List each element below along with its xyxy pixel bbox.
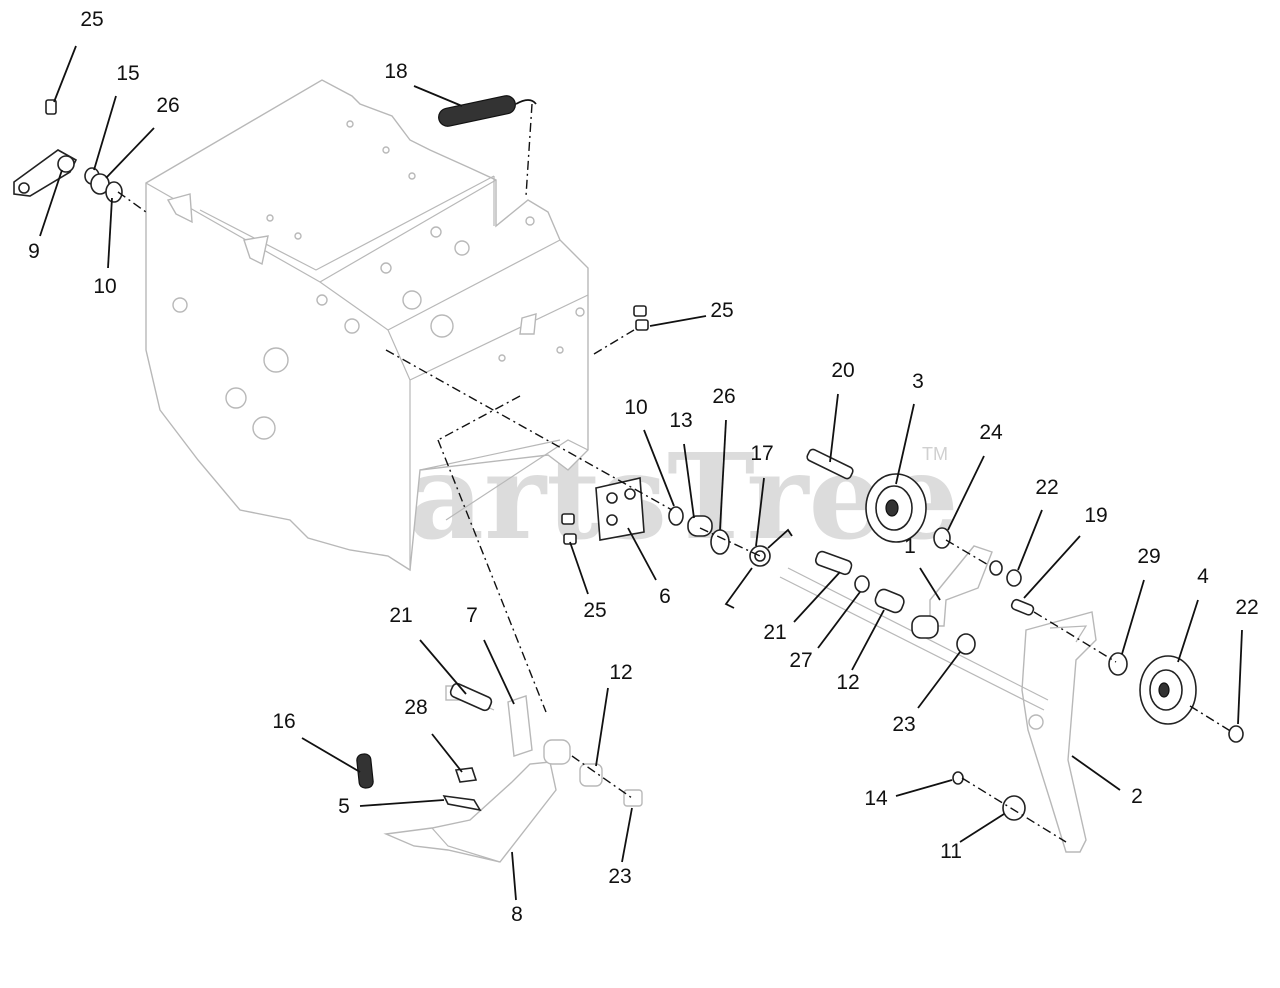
callout-21: 21 <box>389 604 412 627</box>
callout-12: 12 <box>609 661 632 684</box>
bolts-25-right <box>633 305 649 331</box>
callout-7: 7 <box>466 604 478 627</box>
pulley-4 <box>1108 652 1244 743</box>
callout-29: 29 <box>1137 545 1160 568</box>
assembly-lines <box>117 103 1233 843</box>
washer-14-bushing-11 <box>952 771 1026 821</box>
callout-27: 27 <box>789 649 812 672</box>
frame-housing <box>145 79 589 572</box>
callout-20: 20 <box>831 359 854 382</box>
callout-9: 9 <box>28 240 40 263</box>
bracket-6 <box>595 477 645 541</box>
torsion-spring-17 <box>724 528 793 609</box>
callout-25: 25 <box>80 8 103 31</box>
lever-9 <box>13 149 123 203</box>
callout-23: 23 <box>608 865 631 888</box>
leader-lines <box>39 45 1243 901</box>
callout-18: 18 <box>384 60 407 83</box>
callout-23: 23 <box>892 713 915 736</box>
callout-21: 21 <box>763 621 786 644</box>
callout-26: 26 <box>712 385 735 408</box>
callout-5: 5 <box>338 795 350 818</box>
callout-1: 1 <box>904 535 916 558</box>
callout-19: 19 <box>1084 504 1107 527</box>
callout-14: 14 <box>864 787 888 810</box>
watermark-tm: TM <box>922 444 948 464</box>
callout-4: 4 <box>1197 565 1209 588</box>
pulley-3 <box>806 448 951 549</box>
callout-22: 22 <box>1035 476 1058 499</box>
callout-28: 28 <box>404 696 427 719</box>
callout-25: 25 <box>710 299 733 322</box>
callout-10: 10 <box>93 275 116 298</box>
callout-10: 10 <box>624 396 647 419</box>
callout-2: 2 <box>1131 785 1143 808</box>
callout-3: 3 <box>912 370 924 393</box>
idler-arm-assembly <box>779 545 1097 853</box>
callout-24: 24 <box>979 421 1003 444</box>
callout-26: 26 <box>156 94 179 117</box>
callout-22: 22 <box>1235 596 1258 619</box>
callout-8: 8 <box>511 903 523 926</box>
callout-17: 17 <box>750 442 773 465</box>
clips-5-28 <box>442 682 493 812</box>
spring-18 <box>438 95 537 127</box>
callout-16: 16 <box>272 710 295 733</box>
bolt-25-top <box>45 99 57 115</box>
pedal-assembly <box>383 685 643 863</box>
callout-15: 15 <box>116 62 139 85</box>
callout-12: 12 <box>836 671 859 694</box>
callout-13: 13 <box>669 409 692 432</box>
callout-11: 11 <box>940 840 962 863</box>
callout-25: 25 <box>583 599 606 622</box>
hardware-22-19 <box>814 550 1035 655</box>
callout-6: 6 <box>659 585 671 608</box>
